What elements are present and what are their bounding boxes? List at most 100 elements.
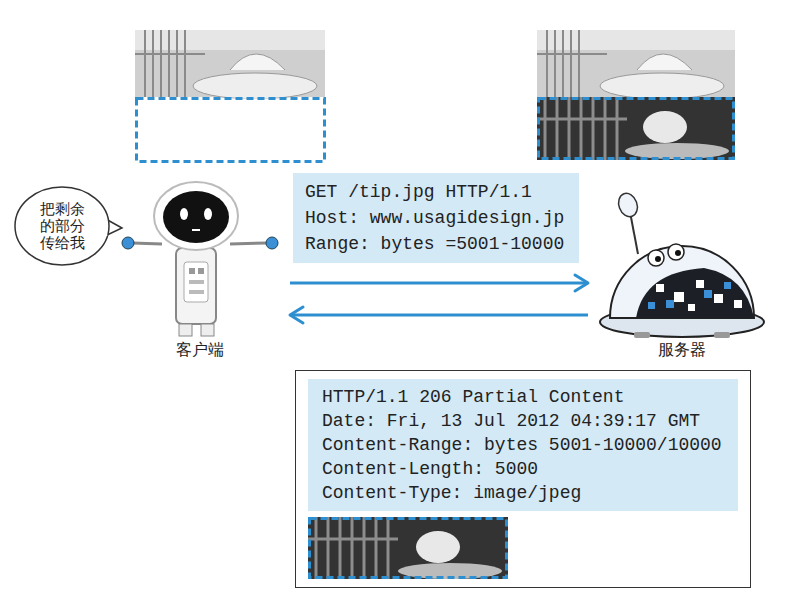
client-robot-figure xyxy=(122,237,134,249)
server-robot-figure xyxy=(704,290,712,298)
server-robot-figure xyxy=(724,282,731,289)
remaining-part xyxy=(616,97,619,160)
speech-bubble: 把剩余 的部分 传给我 xyxy=(12,184,112,268)
client-robot-figure xyxy=(184,262,208,302)
remaining-part xyxy=(537,97,735,160)
remaining-part xyxy=(625,143,729,159)
client-robot-figure xyxy=(179,324,192,336)
photo-top-left xyxy=(184,30,186,97)
node-label: 客户端 xyxy=(118,340,282,360)
photo-top-right xyxy=(570,30,572,97)
http-line: Date: Fri, 13 Jul 2012 04:39:17 GMT xyxy=(322,409,700,433)
photo-top-right xyxy=(537,53,607,55)
http-line: Host: www.usagidesign.jp xyxy=(305,205,564,231)
server-robot-figure xyxy=(615,191,640,220)
photo-top-left xyxy=(193,73,317,99)
client-robot-figure xyxy=(132,243,162,244)
remaining-part xyxy=(537,97,627,160)
arrow-connector xyxy=(290,275,588,291)
remaining-part xyxy=(539,99,734,159)
arrow-line xyxy=(290,282,588,285)
photo-top-left xyxy=(135,53,205,55)
photo-top-left xyxy=(135,30,325,99)
photo-top-right xyxy=(578,30,580,97)
partial-image xyxy=(416,531,460,563)
server-robot-figure xyxy=(714,332,730,338)
remaining-part xyxy=(537,97,735,160)
client-robot-figure xyxy=(154,182,238,250)
partial-image xyxy=(351,517,354,579)
photo-top-right xyxy=(637,54,692,70)
photo-top-right xyxy=(537,30,607,97)
http-line: Content-Length: 5000 xyxy=(322,457,538,481)
server-robot-figure xyxy=(655,256,661,262)
client-node: 客户端 xyxy=(118,180,282,364)
client-robot-figure xyxy=(189,268,195,274)
server-robot-figure xyxy=(674,292,684,302)
http-line: Content-Type: image/jpeg xyxy=(322,481,581,505)
server-robot-figure xyxy=(675,250,681,256)
server-robot-figure xyxy=(630,212,638,254)
server-robot-figure xyxy=(634,332,650,338)
photo-top-right xyxy=(600,73,724,99)
photo-top-left xyxy=(230,54,285,70)
partial-image xyxy=(308,517,398,579)
photo-top-left xyxy=(144,30,146,97)
photo-top-right xyxy=(554,30,556,97)
client-robot-figure xyxy=(266,237,278,249)
remaining-part xyxy=(537,118,627,121)
client-robot-figure xyxy=(189,280,204,284)
partial-image xyxy=(363,517,366,579)
photo-top-right xyxy=(546,30,548,97)
remaining-part xyxy=(580,97,583,160)
client-robot-figure xyxy=(180,208,188,220)
photo-top-left xyxy=(152,30,154,97)
client-robot-figure xyxy=(189,290,204,294)
server-robot-figure xyxy=(668,244,684,260)
client-robot-figure xyxy=(204,208,212,220)
bubble-outline xyxy=(102,219,106,236)
client-robot-figure xyxy=(201,324,214,336)
server-robot-figure xyxy=(596,188,768,364)
partial-image xyxy=(308,517,508,579)
partial-image xyxy=(315,517,318,579)
http-line: GET /tip.jpg HTTP/1.1 xyxy=(305,179,532,205)
bubble-outline xyxy=(15,187,109,265)
client-robot-figure xyxy=(192,229,200,231)
arrow-head xyxy=(290,307,303,323)
server-robot-figure xyxy=(636,268,754,318)
partial-image xyxy=(375,517,378,579)
client-robot-figure xyxy=(198,268,204,274)
photo-top-left xyxy=(135,30,325,50)
photo-top-right xyxy=(537,30,735,99)
server-robot-figure xyxy=(648,250,664,266)
partial-image xyxy=(308,517,508,579)
client-robot-figure xyxy=(163,191,229,243)
request-box: GET /tip.jpg HTTP/1.1Host: www.usagidesi… xyxy=(293,173,579,263)
arrow-connector xyxy=(290,307,588,323)
server-robot-figure xyxy=(648,282,731,309)
partial-image xyxy=(310,519,507,578)
client-robot-figure xyxy=(230,243,268,244)
photo-top-left xyxy=(160,30,162,97)
photo-top-left xyxy=(176,30,178,97)
server-robot-figure xyxy=(648,302,655,309)
remaining-part xyxy=(568,97,571,160)
server-robot-figure xyxy=(666,300,674,308)
speech-text: 把剩余 的部分 传给我 xyxy=(36,201,88,252)
remaining-part xyxy=(643,111,687,143)
partial-image xyxy=(387,517,390,579)
missing-part xyxy=(137,99,325,162)
partial-image xyxy=(339,517,342,579)
partial-image xyxy=(308,538,398,541)
photo-top-left xyxy=(168,30,170,97)
client-robot-figure xyxy=(176,248,216,324)
server-robot-figure xyxy=(688,304,695,311)
photo-top-right xyxy=(562,30,564,97)
server-robot-figure xyxy=(734,300,742,308)
photo-top-right xyxy=(537,30,735,50)
node-label: 服务器 xyxy=(596,340,768,360)
server-robot-figure xyxy=(696,280,704,288)
